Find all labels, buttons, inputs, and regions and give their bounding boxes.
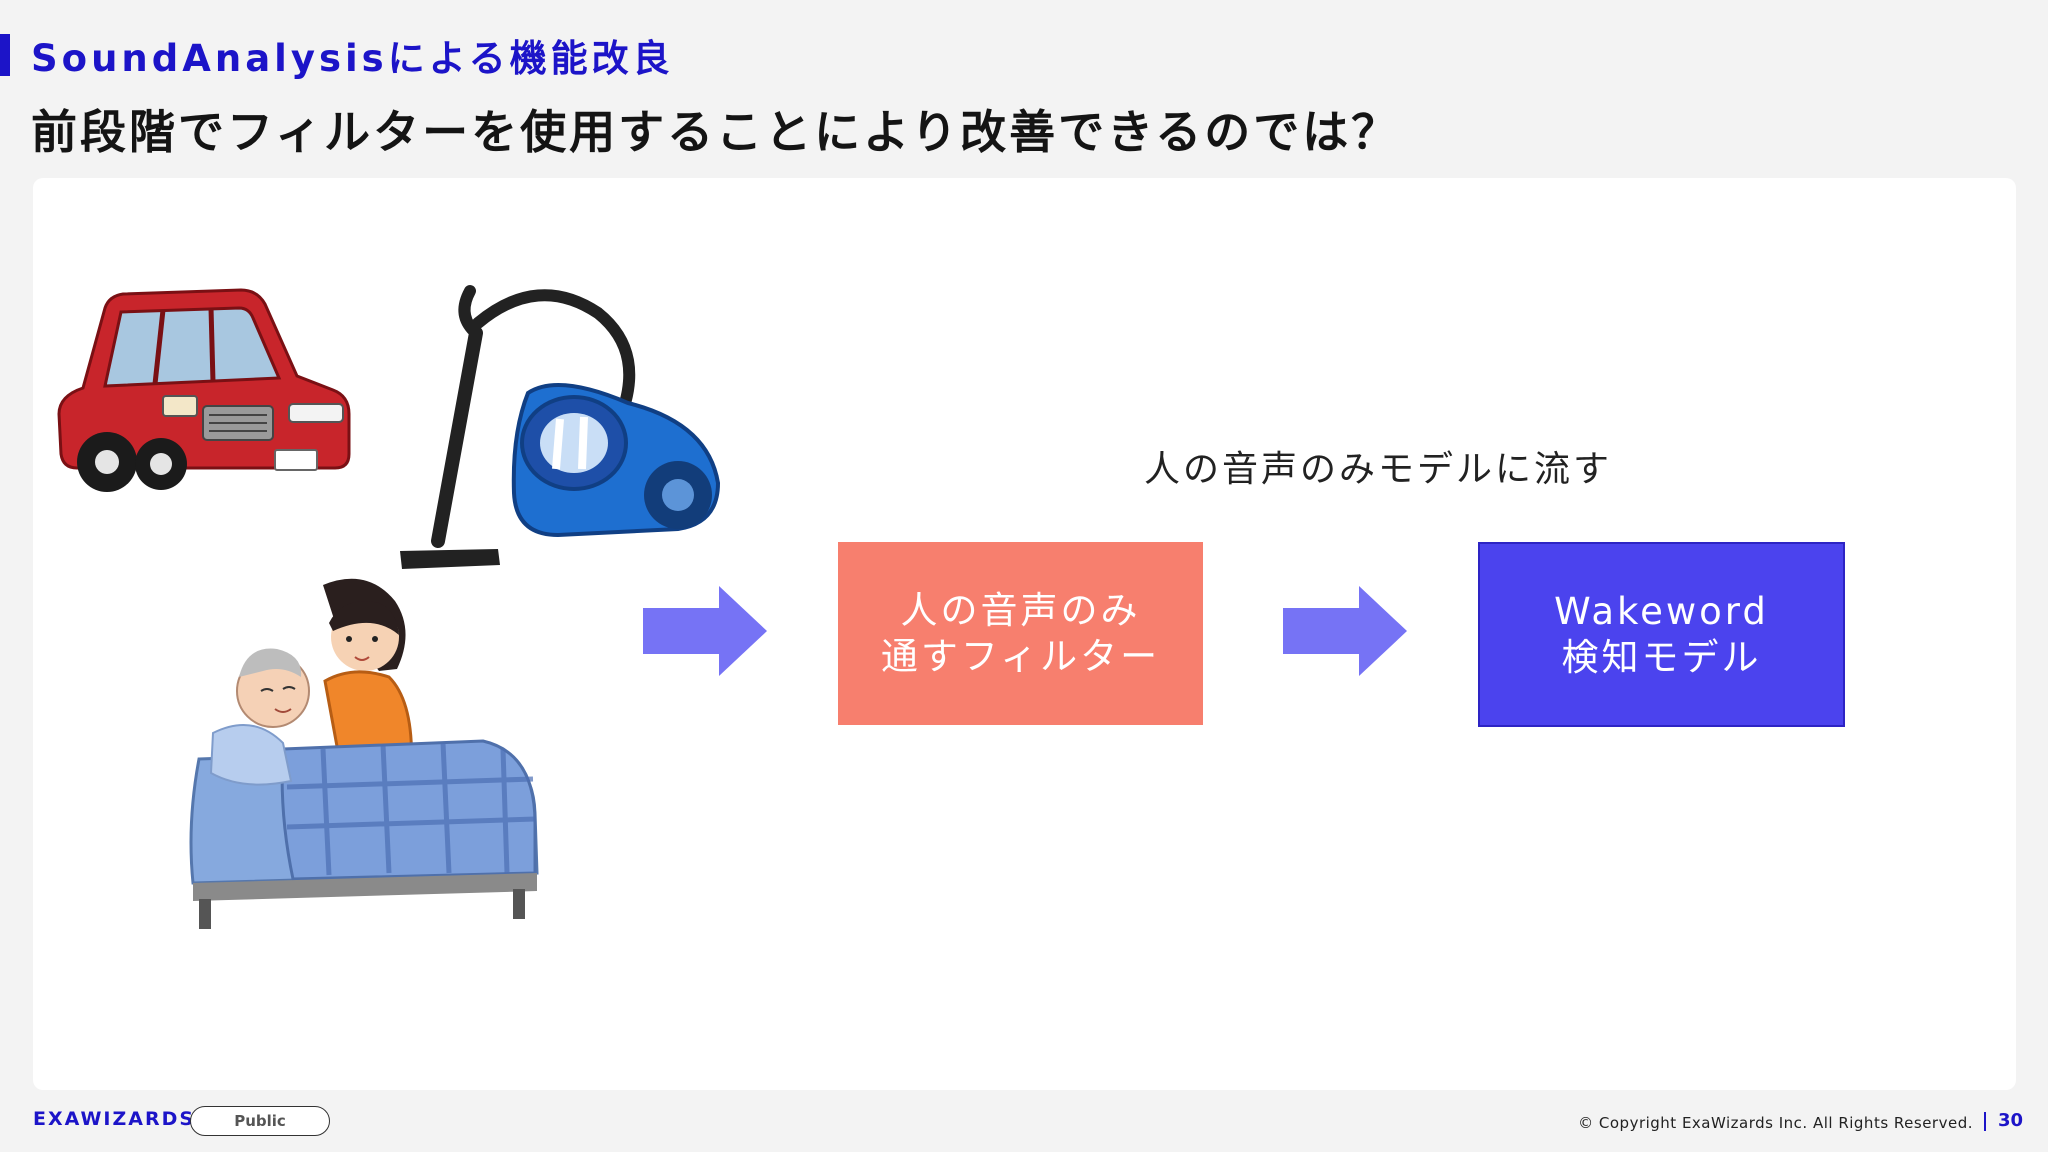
page-number: 30 (1998, 1110, 2024, 1131)
flow-arrow-icon (643, 586, 767, 676)
voice-filter-box: 人の音声のみ 通すフィルター (838, 542, 1203, 725)
company-logo: EXAWIZARDS (33, 1108, 196, 1130)
slide-title: 前段階でフィルターを使用することにより改善できるのでは？ (31, 105, 1401, 159)
footer-divider (1984, 1112, 1986, 1131)
model-box-line2: 検知モデル (1561, 635, 1762, 679)
model-box-line1: Wakeword (1554, 589, 1769, 633)
content-panel: 人の音声のみ 通すフィルター Wakeword 検知モデル 人の音声のみモデルに… (33, 178, 2016, 1090)
flow-caption: 人の音声のみモデルに流す (1143, 449, 1612, 490)
section-accent-bar (0, 34, 10, 76)
section-title: SoundAnalysisによる機能改良 (31, 37, 674, 80)
arrow-1-shape (643, 586, 767, 676)
filter-box-line2: 通すフィルター (880, 634, 1161, 678)
visibility-badge: Public (190, 1106, 330, 1136)
arrow-2-shape (1283, 586, 1407, 676)
car-illustration (57, 288, 351, 492)
filter-box-line1: 人の音声のみ (900, 588, 1141, 632)
vacuum-cleaner-illustration (400, 285, 721, 569)
flow-arrow-icon (1283, 586, 1407, 676)
caregiver-and-elderly-in-bed-illustration (189, 578, 539, 929)
wakeword-model-box: Wakeword 検知モデル (1478, 542, 1845, 727)
copyright-text: © Copyright ExaWizards Inc. All Rights R… (1578, 1114, 1973, 1132)
